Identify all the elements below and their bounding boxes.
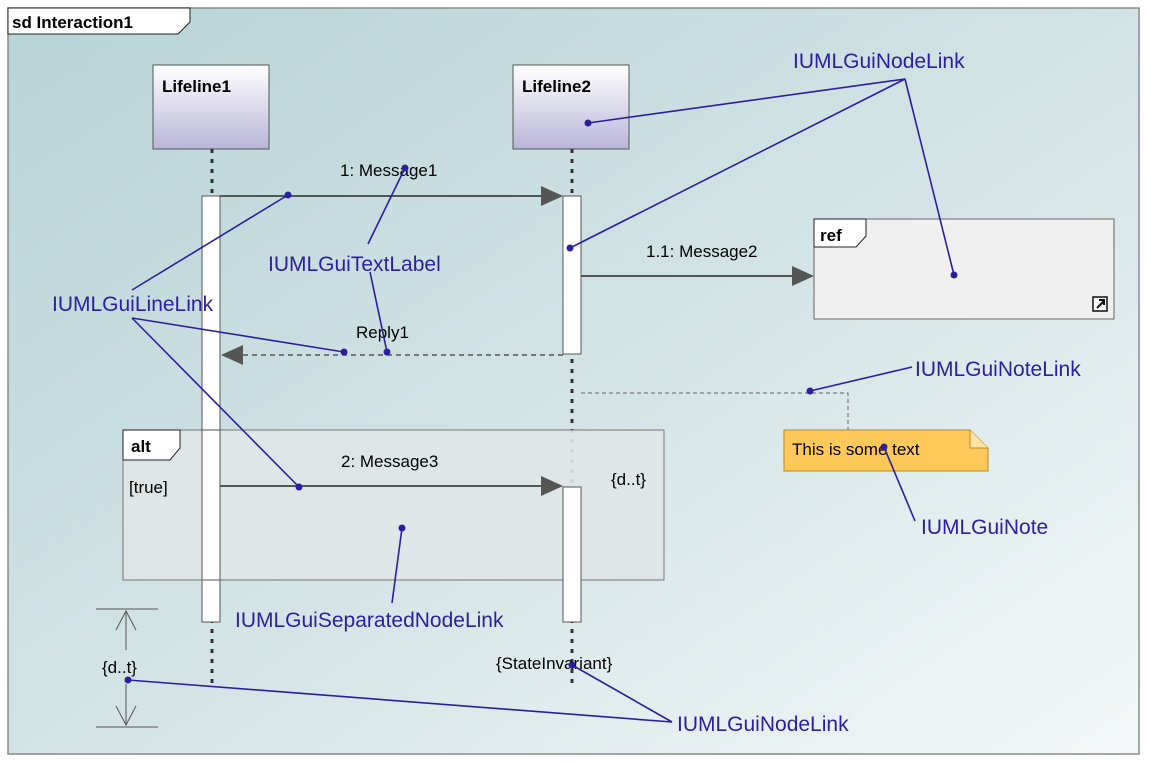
message-1-arrowhead bbox=[541, 186, 563, 206]
annotation-text-label: IUMLGuiTextLabel bbox=[268, 253, 441, 276]
ref-link-icon-arrow bbox=[1096, 299, 1105, 309]
lifeline-1-name: Lifeline1 bbox=[162, 77, 231, 96]
message-3-arrowhead bbox=[541, 476, 563, 496]
message-2-label: 1.1: Message2 bbox=[646, 242, 758, 261]
alt-fragment-constraint: {d..t} bbox=[611, 470, 646, 489]
alt-fragment-keyword: alt bbox=[131, 437, 151, 456]
message-3[interactable]: 2: Message3 bbox=[220, 452, 563, 496]
frame-title-tab bbox=[7, 7, 191, 35]
ref-fragment-keyword: ref bbox=[820, 226, 842, 245]
lifeline-2-head[interactable] bbox=[512, 64, 630, 150]
ref-fragment-tab bbox=[813, 218, 867, 248]
message-1[interactable]: 1: Message1 bbox=[220, 161, 563, 206]
lifeline-1-activation-overlay bbox=[201, 429, 221, 581]
duration-constraint-text: {d..t} bbox=[102, 658, 137, 677]
note-text: This is some text bbox=[792, 440, 920, 459]
reply-1-arrowhead bbox=[221, 345, 243, 365]
alt-fragment-tab bbox=[122, 429, 181, 461]
annotation-node-link-top: IUMLGuiNodeLink bbox=[793, 50, 965, 73]
state-invariant[interactable]: {StateInvariant} bbox=[496, 654, 613, 673]
lifeline-2-name: Lifeline2 bbox=[522, 77, 591, 96]
lifeline-2[interactable]: Lifeline2 bbox=[512, 64, 630, 684]
duration-arrow-down bbox=[115, 705, 137, 727]
annotation-line-link: IUMLGuiLineLink bbox=[52, 293, 214, 316]
message-2[interactable]: 1.1: Message2 bbox=[581, 242, 814, 286]
annotation-dots bbox=[124, 119, 958, 684]
duration-arrow-up bbox=[115, 609, 137, 631]
lifeline-2-activation-1[interactable] bbox=[562, 195, 582, 355]
annotation-note: IUMLGuiNote bbox=[921, 516, 1048, 539]
message-1-label: 1: Message1 bbox=[340, 161, 437, 180]
message-2-arrowhead bbox=[792, 266, 814, 286]
annotation-leaders bbox=[127, 78, 955, 723]
duration-constraint[interactable]: {d..t} bbox=[96, 608, 158, 728]
lifeline-2-activation-2[interactable] bbox=[562, 486, 582, 623]
alt-fragment-guard: [true] bbox=[129, 478, 168, 497]
note-fold bbox=[969, 430, 988, 449]
ref-fragment[interactable]: ref bbox=[813, 218, 1115, 320]
annotation-separated-node-link: IUMLGuiSeparatedNodeLink bbox=[235, 609, 504, 632]
annotation-node-link-bottom: IUMLGuiNodeLink bbox=[677, 713, 849, 736]
frame-title: sd Interaction1 bbox=[12, 13, 133, 32]
lifeline-1[interactable]: Lifeline1 bbox=[152, 64, 270, 686]
annotation-note-link: IUMLGuiNoteLink bbox=[915, 358, 1081, 381]
note-link[interactable] bbox=[581, 392, 849, 430]
message-3-label: 2: Message3 bbox=[341, 452, 438, 471]
ref-fragment-box[interactable] bbox=[813, 218, 1115, 320]
